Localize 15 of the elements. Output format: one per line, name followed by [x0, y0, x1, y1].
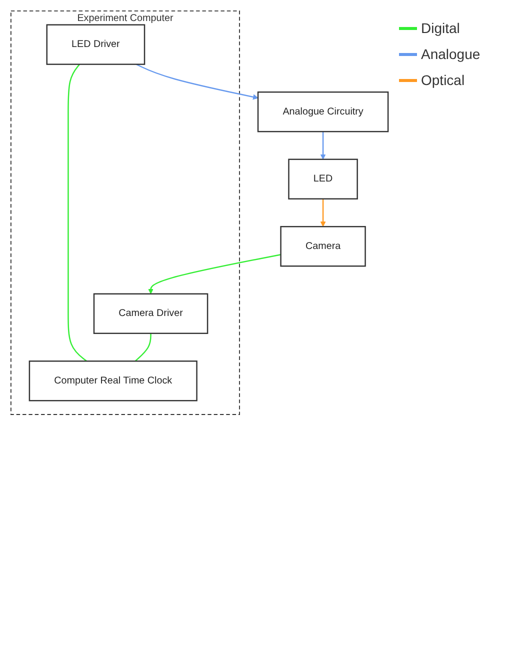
arrow — [320, 198, 326, 227]
connector — [68, 64, 88, 362]
node-box: Camera Driver — [93, 293, 208, 334]
legend-label: Analogue — [421, 46, 480, 62]
node-box: Computer Real Time Clock — [28, 360, 198, 402]
node-box: Camera — [280, 226, 366, 267]
legend-label: Optical — [421, 72, 465, 88]
arrow — [148, 254, 281, 294]
node-box: LED — [288, 158, 358, 200]
connector — [134, 333, 152, 362]
node-box: Analogue Circuitry — [257, 91, 389, 132]
arrow — [136, 64, 258, 100]
arrow — [320, 132, 326, 160]
node-box: LED Driver — [46, 24, 146, 65]
legend-label: Digital — [421, 20, 460, 36]
